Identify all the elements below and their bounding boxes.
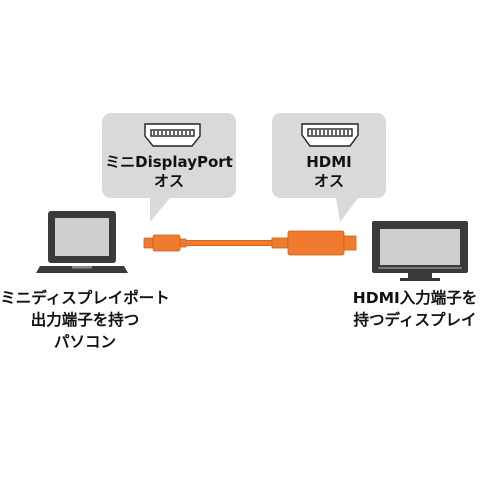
- laptop-label-line2: 出力端子を持つ: [30, 311, 140, 329]
- laptop-icon: [36, 211, 128, 273]
- minidp-callout-text: ミニDisplayPort オス: [102, 153, 236, 191]
- laptop-label-line1: ミニディスプレイポート: [0, 289, 170, 307]
- hdmi-callout-line1: HDMI: [306, 153, 352, 171]
- minidp-callout-line2: オス: [153, 172, 184, 190]
- display-label-line2: 持つディスプレイ: [353, 311, 477, 329]
- laptop-label-line3: パソコン: [53, 333, 116, 351]
- laptop-label: ミニディスプレイポート 出力端子を持つ パソコン: [0, 287, 170, 353]
- display-label: HDMI入力端子を 持つディスプレイ: [340, 287, 490, 331]
- display-label-line1: HDMI入力端子を: [352, 289, 478, 307]
- hdmi-callout-bubble: [272, 113, 386, 222]
- minidp-callout-bubble: [102, 113, 236, 222]
- minidp-connector-icon: [144, 123, 201, 147]
- display-icon: [372, 221, 468, 281]
- cable: [143, 230, 357, 256]
- hdmi-connector-icon: [301, 123, 359, 147]
- hdmi-callout-line2: オス: [313, 172, 344, 190]
- minidp-callout-line1: ミニDisplayPort: [105, 153, 233, 171]
- hdmi-callout-text: HDMI オス: [272, 153, 386, 191]
